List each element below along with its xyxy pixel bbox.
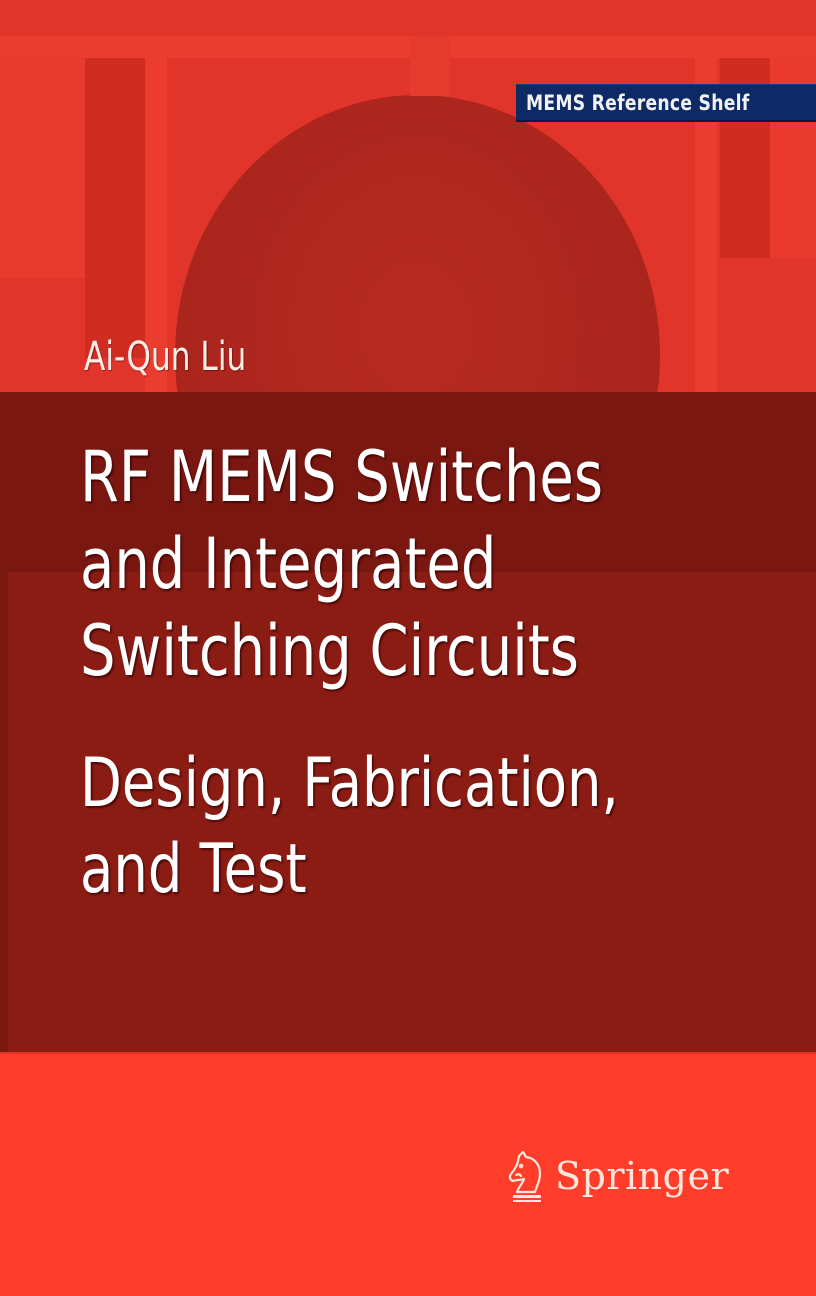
knight-chess-piece-icon [508,1150,542,1202]
publisher-logo: Springer [505,1150,729,1202]
photo-frame [0,36,816,58]
book-title-line-3: Switching Circuits [80,610,579,692]
title-band: RF MEMS Switches and Integrated Switchin… [0,392,816,1052]
title-band-edge [0,392,8,1052]
cover-photo [0,0,816,392]
photo-shade [0,58,85,278]
cover-bottom [0,1052,816,1296]
series-badge: MEMS Reference Shelf [516,84,816,122]
book-subtitle-line-2: and Test [80,830,307,909]
title-band-overlay [0,392,816,572]
book-title-line-1: RF MEMS Switches [80,436,604,518]
book-title-line-2: and Integrated [80,523,497,605]
photo-column [145,36,167,392]
photo-stem [410,36,450,96]
series-label: MEMS Reference Shelf [526,90,750,115]
book-subtitle-line-1: Design, Fabrication, [80,744,619,823]
photo-column [695,36,717,392]
publisher-name: Springer [555,1154,730,1198]
photo-disc [175,95,660,392]
photo-panel [85,58,145,358]
author-name: Ai-Qun Liu [84,334,247,380]
